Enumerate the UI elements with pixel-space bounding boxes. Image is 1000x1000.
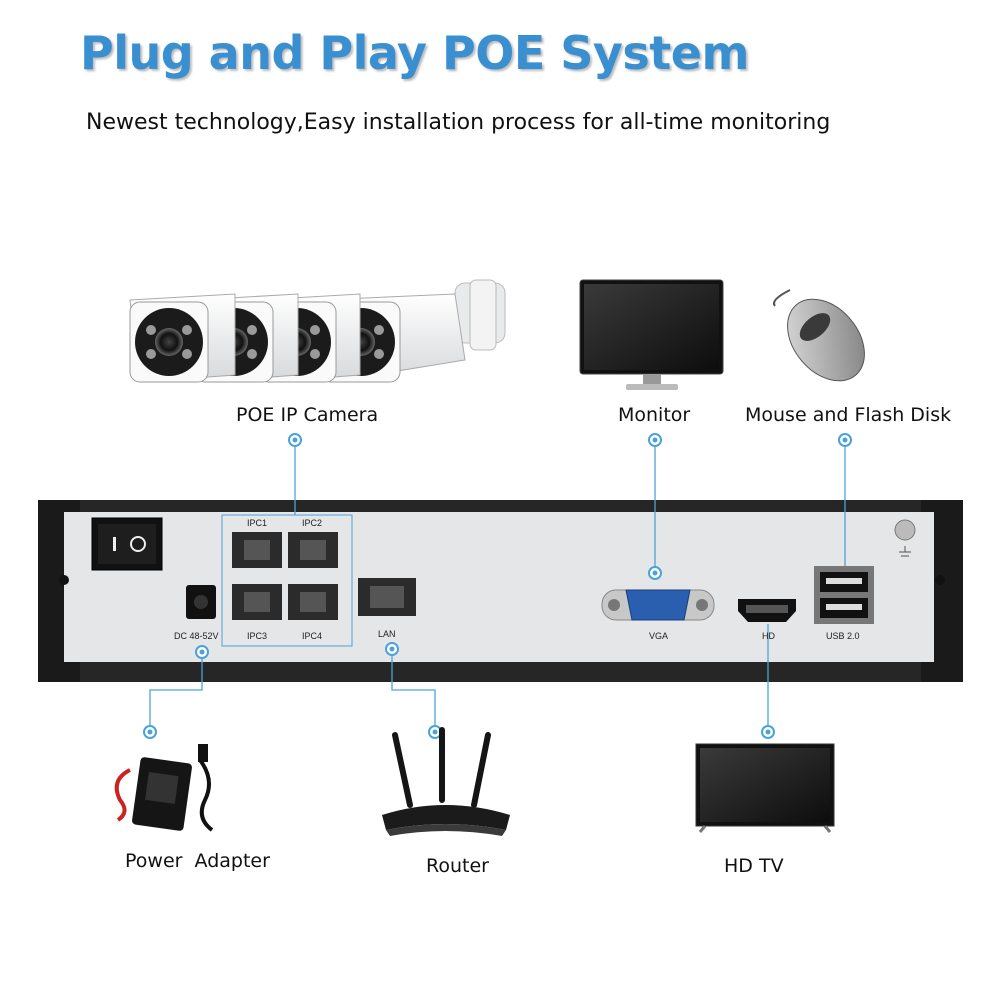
label-power-adapter: Power Adapter: [125, 850, 270, 872]
router-image: [382, 727, 510, 836]
port-label-dc: DC 48-52V: [174, 631, 219, 641]
label-monitor: Monitor: [618, 404, 691, 426]
mouse-image: [773, 289, 865, 382]
connector-lines: [149, 444, 846, 732]
label-mouse-flash-disk: Mouse and Flash Disk: [745, 404, 952, 426]
port-label-usb: USB 2.0: [826, 631, 860, 641]
page-title: Plug and Play POE System: [80, 26, 749, 80]
port-label-ipc4: IPC4: [302, 631, 323, 641]
port-label-ipc3: IPC3: [247, 631, 268, 641]
tv-image: [695, 743, 835, 833]
port-label-lan: LAN: [378, 629, 396, 639]
camera-group: [129, 279, 506, 383]
connector-dots: [143, 433, 852, 739]
power-adapter-image: [114, 744, 214, 832]
camera-1: [129, 293, 236, 383]
monitor-image: [579, 279, 724, 390]
label-hd-tv: HD TV: [724, 855, 784, 877]
label-router: Router: [426, 855, 489, 877]
nvr-device: [38, 500, 963, 682]
port-label-ipc1: IPC1: [247, 518, 268, 528]
port-label-ipc2: IPC2: [302, 518, 323, 528]
port-label-hd: HD: [762, 631, 775, 641]
label-poe-ip-camera: POE IP Camera: [236, 404, 379, 426]
port-label-vga: VGA: [649, 631, 669, 641]
page-subtitle: Newest technology,Easy installation proc…: [86, 110, 831, 135]
